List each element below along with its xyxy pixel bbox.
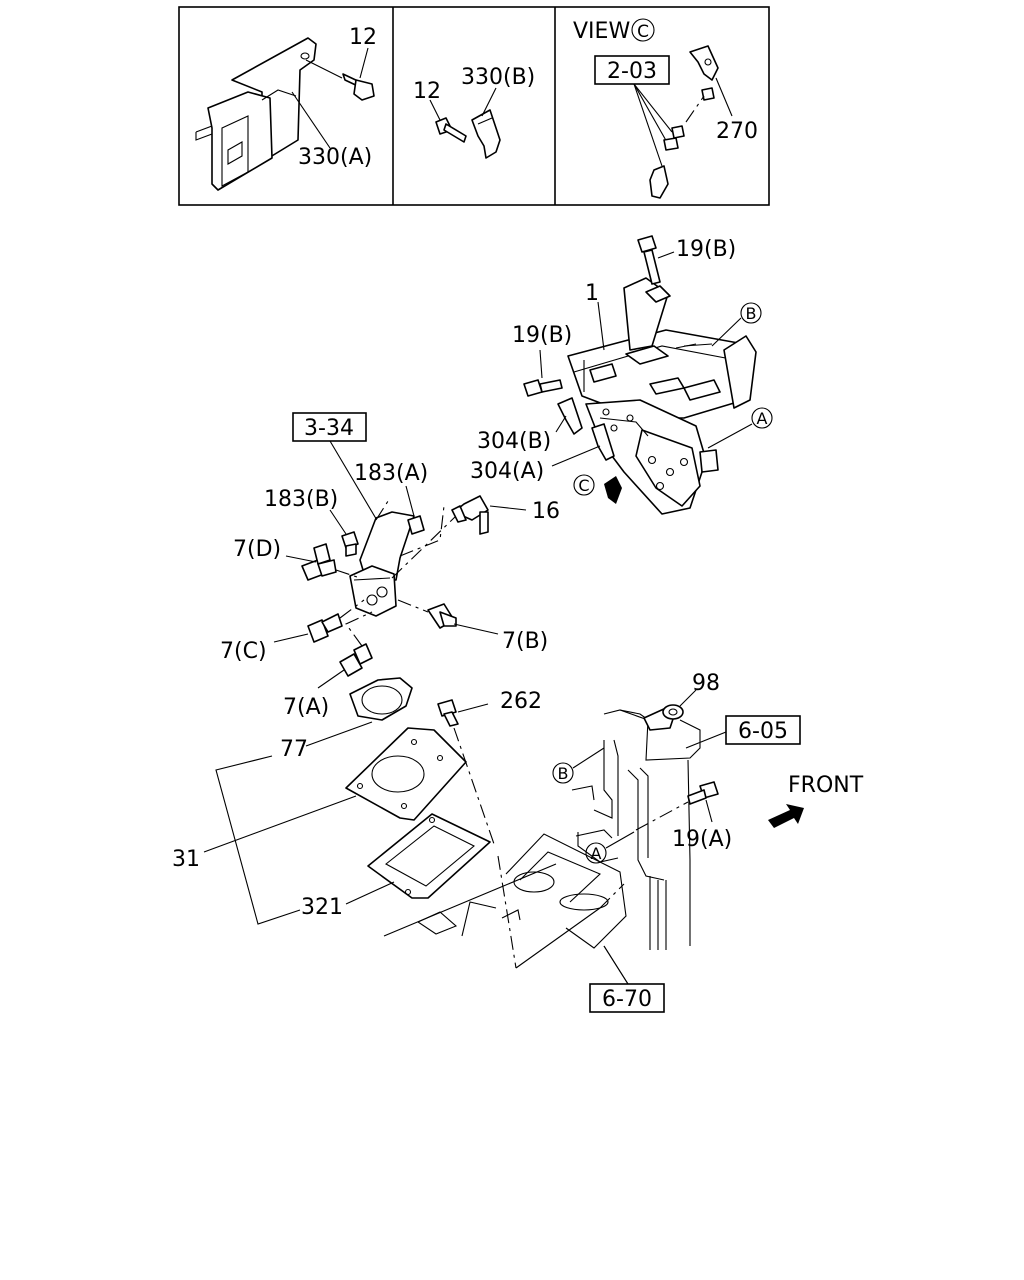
label-bolt-12-b: 12 bbox=[413, 79, 441, 104]
view-c-arrow-icon bbox=[604, 476, 622, 504]
label-7d: 7(D) bbox=[233, 537, 281, 562]
boot-321-drawing bbox=[367, 813, 491, 899]
label-77: 77 bbox=[280, 737, 308, 762]
label-270: 270 bbox=[716, 119, 758, 144]
side-structure-drawing bbox=[571, 707, 701, 950]
ref-box-6-05 bbox=[725, 715, 801, 745]
bracket-330a-drawing bbox=[195, 37, 317, 191]
bolt-183b-drawing bbox=[341, 531, 359, 557]
bolt-19b-top-drawing bbox=[637, 235, 661, 285]
fitting-7c-drawing bbox=[307, 613, 343, 643]
label-183b: 183(B) bbox=[264, 487, 338, 512]
label-98: 98 bbox=[692, 671, 720, 696]
bolt-12-drawing bbox=[342, 73, 375, 101]
ref-6-70-text: 6-70 bbox=[602, 987, 652, 1012]
gasket-77-drawing bbox=[349, 677, 413, 721]
label-321: 321 bbox=[301, 895, 343, 920]
ref-box-3-34 bbox=[292, 412, 367, 442]
bracket-304b-drawing bbox=[557, 397, 583, 435]
label-16: 16 bbox=[532, 499, 560, 524]
front-arrow-icon bbox=[768, 804, 804, 828]
label-part-1: 1 bbox=[585, 281, 599, 306]
circle-c-view-letter: C bbox=[578, 476, 589, 495]
circle-a-right bbox=[751, 407, 773, 429]
shift-lever-housing-drawing bbox=[349, 511, 415, 617]
label-262: 262 bbox=[500, 689, 542, 714]
switch-16-drawing bbox=[451, 495, 489, 535]
circle-a-lower-letter: A bbox=[591, 844, 602, 863]
detail-panel-1: 12 330(A) bbox=[195, 25, 377, 191]
bolt-262-drawing bbox=[437, 699, 459, 727]
bolt-12-b-drawing bbox=[435, 117, 467, 143]
washer-98-drawing bbox=[662, 704, 684, 720]
circle-b-lower-letter: B bbox=[558, 764, 569, 783]
ref-2-03-text: 2-03 bbox=[607, 59, 657, 84]
label-7a: 7(A) bbox=[283, 695, 329, 720]
label-31: 31 bbox=[172, 847, 200, 872]
plate-31-drawing bbox=[345, 727, 467, 821]
front-label: FRONT bbox=[788, 773, 864, 798]
control-bracket-drawing bbox=[567, 277, 757, 515]
label-304b: 304(B) bbox=[477, 429, 551, 454]
bolt-183a-drawing bbox=[407, 515, 425, 535]
bolt-19a-drawing bbox=[687, 781, 719, 805]
fitting-7b-drawing bbox=[427, 603, 457, 629]
label-7c: 7(C) bbox=[220, 639, 267, 664]
label-bolt-12-a: 12 bbox=[349, 25, 377, 50]
detail-views: 12 330(A) 12 330(B) VIEW C 2-03 bbox=[178, 6, 770, 206]
label-19b-left: 19(B) bbox=[512, 323, 572, 348]
label-7b: 7(B) bbox=[502, 629, 548, 654]
bolt-19b-left-drawing bbox=[523, 379, 563, 397]
bracket-330b-drawing bbox=[471, 109, 501, 159]
view-label: VIEW bbox=[573, 19, 630, 44]
circle-a-right-letter: A bbox=[757, 409, 768, 428]
bracket-304a-drawing bbox=[591, 423, 615, 461]
label-19a: 19(A) bbox=[672, 827, 732, 852]
detail-panel-3: VIEW C 2-03 270 bbox=[573, 18, 758, 199]
label-183a: 183(A) bbox=[354, 461, 428, 486]
circle-b-top-letter: B bbox=[746, 304, 757, 323]
circle-b-lower bbox=[552, 762, 574, 784]
circle-b-top bbox=[740, 302, 762, 324]
ref-box-2-03 bbox=[594, 55, 670, 85]
detail-panel-2: 12 330(B) bbox=[413, 65, 535, 159]
fitting-7d-drawing bbox=[301, 543, 337, 581]
ref-box-6-70 bbox=[589, 983, 665, 1013]
view-letter: C bbox=[637, 22, 649, 42]
label-19b-top: 19(B) bbox=[676, 237, 736, 262]
sensor-drawing bbox=[649, 45, 719, 199]
label-330b: 330(B) bbox=[461, 65, 535, 90]
ref-6-05-text: 6-05 bbox=[738, 719, 788, 744]
label-330a: 330(A) bbox=[298, 145, 372, 170]
fitting-7a-drawing bbox=[339, 643, 373, 677]
circle-c-view bbox=[573, 474, 595, 496]
view-circle bbox=[631, 18, 655, 42]
main-assembly: 19(B) 19(B) 1 304(B) 304(A) B A C bbox=[172, 235, 864, 1013]
label-304a: 304(A) bbox=[470, 459, 544, 484]
ref-3-34-text: 3-34 bbox=[304, 416, 354, 441]
circle-a-lower bbox=[585, 842, 607, 864]
